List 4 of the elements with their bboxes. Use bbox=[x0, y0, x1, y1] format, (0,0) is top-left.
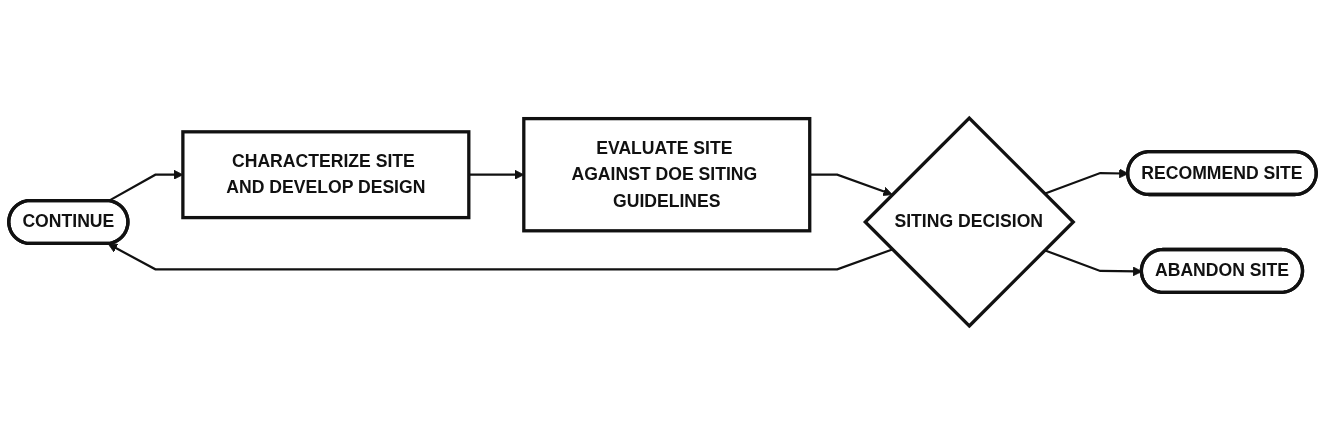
arrow bbox=[107, 243, 893, 271]
node-box: CHARACTERIZE SITE AND DEVELOP DESIGN bbox=[181, 130, 471, 220]
node-diamond: SITING DECISION bbox=[862, 115, 1076, 329]
node-box: EVALUATE SITE AGAINST DOE SITING GUIDELINES bbox=[522, 116, 812, 233]
